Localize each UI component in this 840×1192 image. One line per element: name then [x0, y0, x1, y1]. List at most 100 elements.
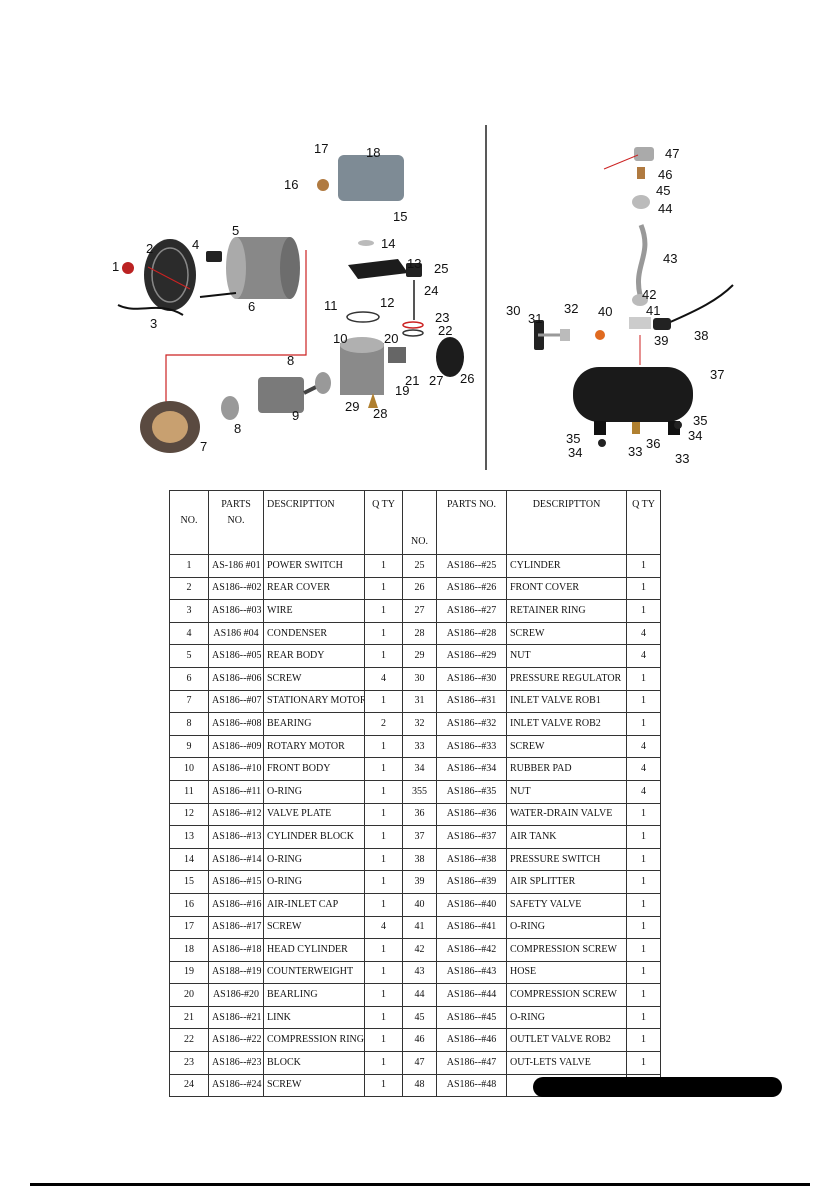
- row-description: FRONT BODY: [263, 757, 365, 781]
- row-qty: 1: [364, 870, 403, 894]
- row-description: SCREW: [263, 1073, 365, 1098]
- row-description: HEAD CYLINDER: [263, 938, 365, 962]
- svg-text:5: 5: [232, 223, 239, 238]
- row-no: 17: [169, 915, 209, 940]
- svg-text:6: 6: [248, 299, 255, 314]
- row-part-no: AS186--#46: [436, 1028, 507, 1053]
- row-no: 30: [402, 666, 437, 691]
- row-qty: 1: [364, 599, 403, 623]
- row-part-no: AS186--#40: [436, 892, 507, 917]
- svg-text:32: 32: [564, 301, 578, 316]
- row-part-no: AS186--#28: [436, 621, 507, 646]
- row-qty: 4: [626, 644, 661, 668]
- row-description: WIRE: [263, 599, 365, 623]
- svg-text:46: 46: [658, 167, 672, 182]
- row-part-no: AS186 #04: [208, 621, 264, 646]
- row-part-no: AS186--#02: [208, 576, 264, 601]
- row-no: 22: [169, 1028, 209, 1053]
- row-part-no: AS186--#30: [436, 666, 507, 691]
- row-part-no: AS186--#24: [208, 1073, 264, 1098]
- row-no: 43: [402, 960, 437, 985]
- header-description-right: DESCRIPTTON: [506, 490, 627, 555]
- svg-text:39: 39: [654, 333, 668, 348]
- row-description: O-RING: [506, 915, 627, 940]
- row-qty: 1: [364, 689, 403, 714]
- row-description: PRESSURE REGULATOR: [506, 666, 627, 691]
- header-no-left: NO.: [169, 490, 209, 555]
- row-description: CONDENSER: [263, 621, 365, 646]
- row-description: O-RING: [263, 870, 365, 894]
- row-no: 31: [402, 689, 437, 714]
- row-part-no: AS186--#47: [436, 1051, 507, 1075]
- row-description: POWER SWITCH: [263, 554, 365, 578]
- row-qty: 1: [364, 1051, 403, 1075]
- row-part-no: AS186--#42: [436, 938, 507, 962]
- row-qty: 1: [364, 1073, 403, 1098]
- row-qty: 1: [364, 802, 403, 827]
- row-description: HOSE: [506, 960, 627, 985]
- row-no: 13: [169, 825, 209, 849]
- row-description: BEARLING: [263, 983, 365, 1007]
- row-description: REAR BODY: [263, 644, 365, 668]
- diagram-svg: 1 2 3 4 5 6 7 8 8 9 10 11 12 13 14 15 16…: [112, 125, 734, 470]
- row-description: AIR SPLITTER: [506, 870, 627, 894]
- row-no: 34: [402, 757, 437, 781]
- row-part-no: AS186--#23: [208, 1051, 264, 1075]
- svg-text:36: 36: [646, 436, 660, 451]
- row-description: CYLINDER BLOCK: [263, 825, 365, 849]
- row-qty: 4: [626, 779, 661, 804]
- row-description: WATER-DRAIN VALVE: [506, 802, 627, 827]
- row-qty: 1: [626, 870, 661, 894]
- row-part-no: AS186--#14: [208, 847, 264, 872]
- svg-text:35: 35: [566, 431, 580, 446]
- row-part-no: AS186--#26: [436, 576, 507, 601]
- svg-text:40: 40: [598, 304, 612, 319]
- svg-text:30: 30: [506, 303, 520, 318]
- row-no: 7: [169, 689, 209, 714]
- row-qty: 1: [626, 712, 661, 736]
- row-qty: 1: [626, 892, 661, 917]
- svg-text:13: 13: [407, 256, 421, 271]
- row-part-no: AS186--#36: [436, 802, 507, 827]
- row-no: 15: [169, 870, 209, 894]
- row-description: ROTARY MOTOR: [263, 734, 365, 759]
- row-description: STATIONARY MOTOR: [263, 689, 365, 714]
- row-qty: 1: [364, 757, 403, 781]
- header-parts-no-right: PARTS NO.: [436, 490, 507, 555]
- svg-text:16: 16: [284, 177, 298, 192]
- row-qty: 4: [626, 757, 661, 781]
- row-part-no: AS186--#08: [208, 712, 264, 736]
- row-no: 42: [402, 938, 437, 962]
- row-qty: 1: [364, 1028, 403, 1053]
- row-qty: 1: [364, 1005, 403, 1030]
- row-qty: 1: [364, 576, 403, 601]
- row-part-no: AS186-#20: [208, 983, 264, 1007]
- row-qty: 1: [626, 554, 661, 578]
- row-qty: 1: [626, 1005, 661, 1030]
- row-part-no: AS188--#19: [208, 960, 264, 985]
- row-no: 41: [402, 915, 437, 940]
- row-qty: 1: [626, 847, 661, 872]
- row-description: COMPRESSION RING: [263, 1028, 365, 1053]
- row-no: 18: [169, 938, 209, 962]
- svg-text:24: 24: [424, 283, 438, 298]
- row-description: RETAINER RING: [506, 599, 627, 623]
- row-part-no: AS186--#39: [436, 870, 507, 894]
- row-description: CYLINDER: [506, 554, 627, 578]
- svg-text:41: 41: [646, 303, 660, 318]
- row-no: 48: [402, 1073, 437, 1098]
- svg-text:4: 4: [192, 237, 199, 252]
- row-no: 9: [169, 734, 209, 759]
- row-no: 12: [169, 802, 209, 827]
- row-part-no: AS186--#12: [208, 802, 264, 827]
- svg-text:18: 18: [366, 145, 380, 160]
- row-qty: 1: [626, 576, 661, 601]
- svg-text:42: 42: [642, 287, 656, 302]
